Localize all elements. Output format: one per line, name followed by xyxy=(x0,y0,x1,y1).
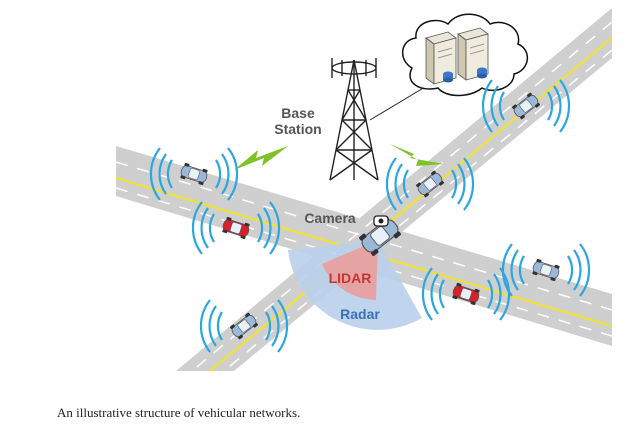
lidar-sector xyxy=(322,240,378,300)
tower-icon xyxy=(329,58,379,181)
lightning-icon xyxy=(234,146,288,170)
figure-caption: An illustrative structure of vehicular n… xyxy=(57,405,301,420)
server-icon xyxy=(425,31,457,85)
radar-label: Radar xyxy=(340,306,380,322)
camera-label: Camera xyxy=(304,210,356,226)
server-icon xyxy=(457,27,489,81)
lidar-label: LIDAR xyxy=(329,270,372,286)
base-station-label-line1: Base xyxy=(281,105,315,121)
base-station-label-line2: Station xyxy=(274,121,321,137)
camera-icon xyxy=(373,215,389,227)
lightning-icon xyxy=(390,144,444,166)
road-diagonal xyxy=(176,8,612,371)
